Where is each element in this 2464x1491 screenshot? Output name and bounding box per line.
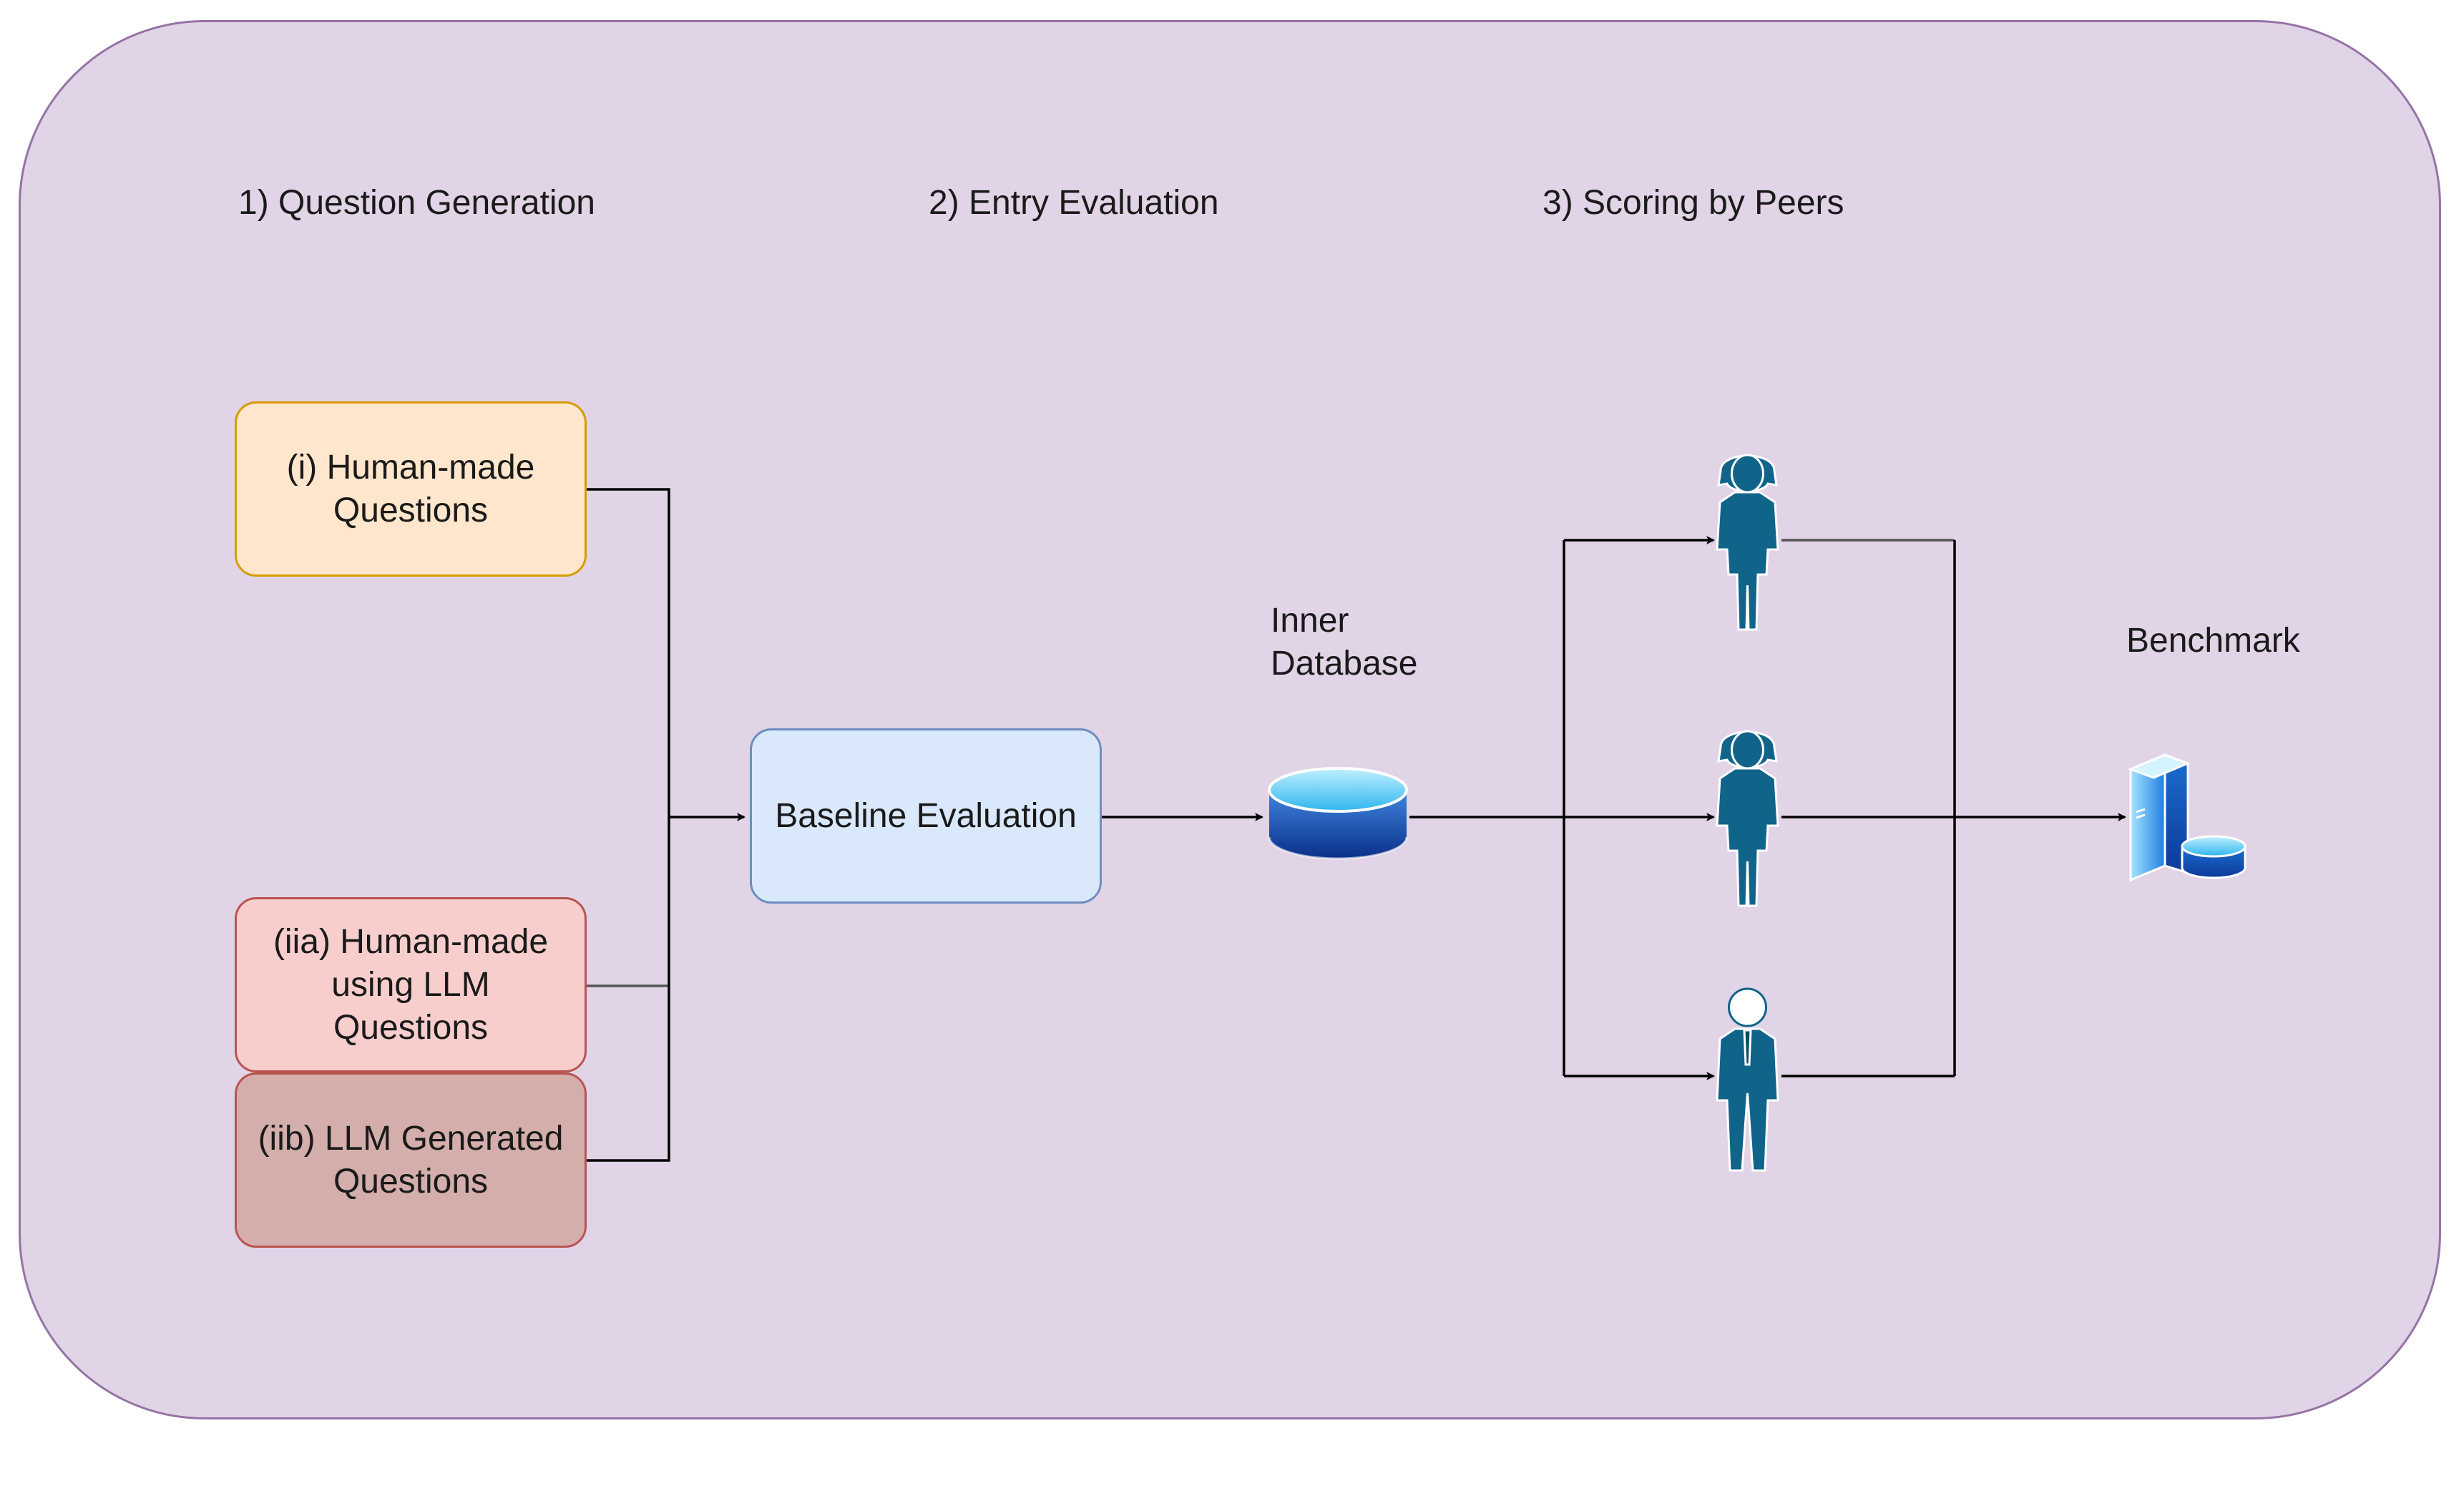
llm-generated-line-2: Questions bbox=[333, 1162, 489, 1201]
human-llm-line-3: Questions bbox=[333, 1008, 489, 1047]
human-made-questions-box: (i) Human-made Questions bbox=[235, 401, 587, 577]
inner-database-label: Inner Database bbox=[1271, 600, 1417, 685]
server-database-icon bbox=[2127, 753, 2247, 882]
stage-label-question-generation: 1) Question Generation bbox=[238, 184, 595, 222]
human-llm-line-1: (iia) Human-made bbox=[273, 922, 549, 961]
woman-user-icon bbox=[1716, 454, 1779, 631]
stage-label-entry-evaluation: 2) Entry Evaluation bbox=[929, 184, 1219, 222]
edge-human-made-merge bbox=[587, 488, 670, 817]
man-user-icon bbox=[1716, 987, 1779, 1172]
edge-llm-generated-merge bbox=[587, 817, 670, 1162]
llm-generated-line-1: (iib) LLM Generated bbox=[258, 1119, 564, 1158]
human-made-line-2: Questions bbox=[333, 491, 489, 529]
llm-generated-questions-box: (iib) LLM Generated Questions bbox=[235, 1072, 587, 1248]
inner-database-line-1: Inner bbox=[1271, 602, 1349, 640]
baseline-evaluation-box: Baseline Evaluation bbox=[750, 728, 1102, 904]
inner-database-line-2: Database bbox=[1271, 645, 1418, 683]
stage-label-scoring-by-peers: 3) Scoring by Peers bbox=[1543, 184, 1844, 222]
woman-user-icon bbox=[1716, 730, 1779, 907]
human-llm-line-2: using LLM bbox=[331, 965, 490, 1004]
baseline-evaluation-label: Baseline Evaluation bbox=[775, 796, 1077, 835]
benchmark-label: Benchmark bbox=[2126, 622, 2300, 660]
human-made-using-llm-box: (iia) Human-made using LLM Questions bbox=[235, 897, 587, 1072]
database-icon bbox=[1268, 767, 1408, 860]
human-made-line-1: (i) Human-made bbox=[286, 448, 535, 487]
